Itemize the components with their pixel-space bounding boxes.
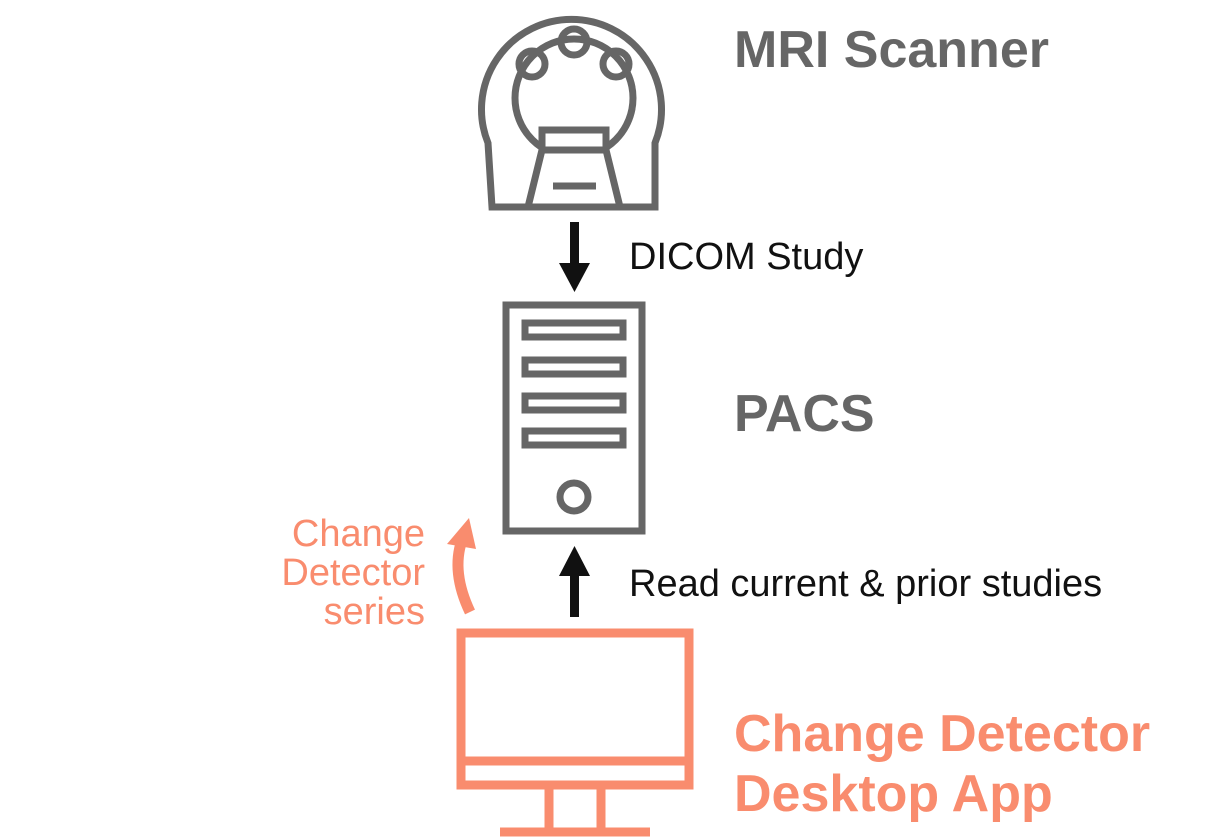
change-detector-series-label: Change Detector series <box>281 515 425 632</box>
server-tower-icon <box>502 301 646 535</box>
mri-scanner-label: MRI Scanner <box>734 21 1049 79</box>
arrow-mri-to-pacs <box>559 222 590 292</box>
desktop-app-label-line-2: Desktop App <box>734 765 1053 823</box>
read-studies-label: Read current & prior studies <box>629 563 1103 605</box>
desktop-app-label-line-1: Change Detector <box>734 705 1151 763</box>
curved-arrow-series <box>447 518 476 615</box>
series-label-line-1: Change <box>291 513 425 555</box>
series-label-line-2: Detector <box>281 552 425 594</box>
desktop-app-label: Change Detector Desktop App <box>734 704 1150 824</box>
dicom-study-label: DICOM Study <box>629 236 864 278</box>
pacs-label: PACS <box>734 385 875 443</box>
series-label-line-3: series <box>323 591 425 633</box>
arrow-app-to-pacs <box>559 546 590 617</box>
mri-scanner-icon <box>478 16 665 211</box>
desktop-monitor-icon <box>456 628 694 837</box>
